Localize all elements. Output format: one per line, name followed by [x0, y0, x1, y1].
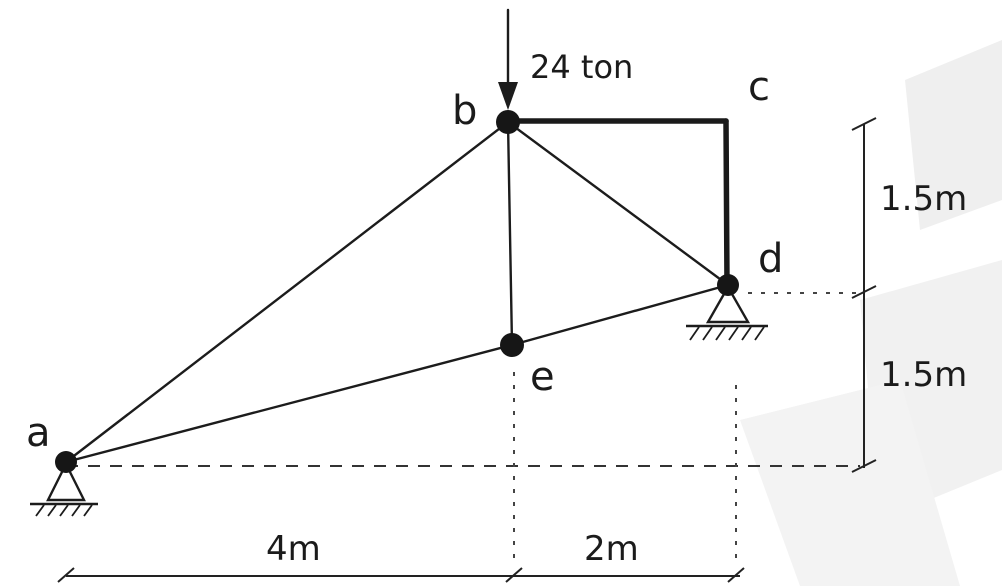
dim-label-upper-vertical: 1.5m	[880, 179, 967, 219]
support-d	[686, 284, 768, 341]
node-label-d: d	[758, 236, 783, 282]
member-bd	[506, 120, 730, 287]
load-arrow	[498, 8, 518, 110]
load-label: 24 ton	[530, 48, 633, 86]
node-d	[717, 274, 739, 296]
member-be	[506, 120, 514, 347]
node-label-a: a	[26, 410, 51, 456]
horizontal-dimension	[57, 567, 745, 583]
node-label-b: b	[452, 88, 477, 134]
vertical-dimension	[851, 117, 877, 473]
member-ae	[64, 343, 514, 464]
node-label-c: c	[748, 64, 770, 110]
support-a	[30, 461, 98, 517]
node-label-e: e	[530, 354, 555, 400]
node-b	[496, 110, 520, 134]
dim-label-lower-vertical: 1.5m	[880, 355, 967, 395]
member-ab	[64, 120, 510, 464]
member-ed	[510, 283, 730, 347]
watermark	[740, 40, 1002, 586]
node-a	[55, 451, 77, 473]
node-e	[500, 333, 524, 357]
dim-label-2m: 2m	[584, 529, 639, 569]
dim-label-4m: 4m	[266, 529, 321, 569]
member-cd	[723, 118, 730, 288]
